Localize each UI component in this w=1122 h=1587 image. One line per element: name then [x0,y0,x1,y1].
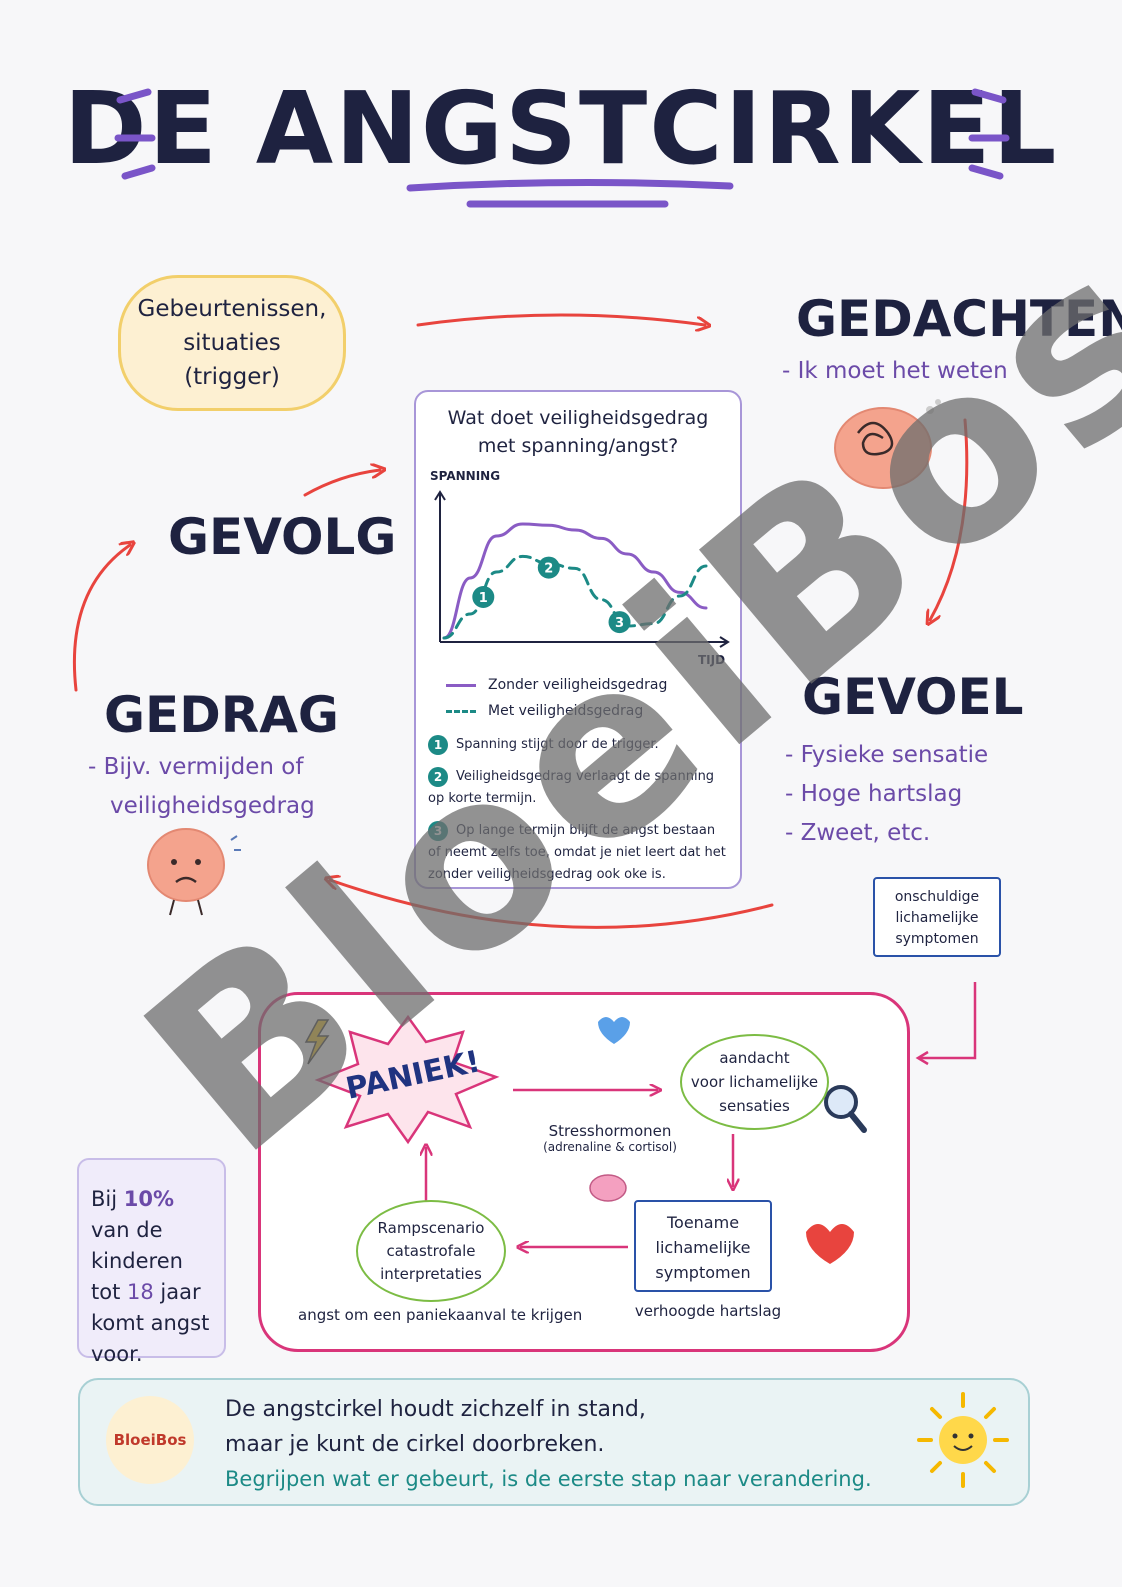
note-text: Spanning stijgt door de trigger. [456,737,659,752]
chart-marker-label: 1 [479,591,488,606]
chart-marker [472,586,495,608]
chart-marker-label: 3 [615,616,624,631]
footer-line: Begrijpen wat er gebeurt, is de eerste s… [225,1467,872,1491]
note-number: 3 [428,820,448,841]
innocent-symptoms-box: onschuldige lichamelijke symptomen [873,877,1001,957]
y-axis-arrow [434,490,446,501]
oval-line: aandacht [719,1049,790,1067]
series-line-dashed [442,554,708,640]
oval-line: voor lichamelijke [690,1073,819,1091]
legend-item-dashed: Met veiligheidsgedrag [446,698,667,724]
sun-icon [917,1392,1009,1488]
gedrag-text: - Bijv. vermijden of veiligheidsgedrag [88,748,315,826]
note-number: 1 [428,734,448,755]
box-line: lichamelijke [655,1238,751,1257]
stat-percent: 10% [123,1187,175,1211]
card-question-line: met spanning/angst? [477,435,679,457]
tension-chart: SPANNING TIJD 1 2 3 [430,469,730,667]
series-line-solid [442,522,708,640]
note-number: 2 [428,766,448,787]
x-axis-arrow [719,636,730,648]
gevoel-heading: GEVOEL [802,668,1024,726]
footer-line: De angstcirkel houdt zichzelf in stand, [225,1397,646,1422]
footer-text: De angstcirkel houdt zichzelf in stand, … [225,1392,872,1497]
page-title: DE ANGSTCIRKEL [63,70,1059,187]
box-line: onschuldige [894,889,980,905]
logo-text: BloeiBos [113,1431,187,1449]
catastrophe-oval: Rampscenario catastrofale interpretaties [356,1200,506,1302]
stat-prefix: Bij [91,1187,118,1211]
gedrag-line: - Bijv. vermijden of [88,754,304,780]
card-note-1: 1 Spanning stijgt door de trigger. [428,734,728,756]
cycle-arrows [72,313,969,929]
bloeibos-logo: BloeiBos [106,1396,194,1484]
gevoel-list: - Fysieke sensatie - Hoge hartslag - Zwe… [785,736,988,853]
oval-line: catastrofale [386,1241,476,1260]
stat-age: 18 [127,1280,154,1304]
stat-line: voor. [91,1342,143,1366]
symptom-increase-box: Toename lichamelijke symptomen [634,1200,772,1292]
card-question: Wat doet veiligheidsgedrag met spanning/… [416,404,740,460]
scared-brain-icon [147,828,241,916]
fear-of-attack-label: angst om een paniekaanval te krijgen [298,1306,583,1324]
chart-marker [608,611,631,634]
gevolg-heading: GEVOLG [168,508,397,566]
gedrag-line: veiligheidsgedrag [110,793,315,819]
trigger-line: Gebeurtenissen, [137,296,327,322]
statistic-box: Bij 10% van de kinderen tot 18 jaar komt… [77,1158,226,1366]
stat-line: van de kinderen [91,1218,183,1273]
safety-behaviour-card: Wat doet veiligheidsgedrag met spanning/… [414,390,742,889]
gedrag-heading: GEDRAG [104,686,339,744]
oval-line: sensaties [719,1097,790,1115]
stress-title: Stresshormonen [548,1122,672,1140]
gevoel-item: - Fysieke sensatie [785,742,989,768]
stress-subtitle: (adrenaline & cortisol) [543,1140,677,1154]
x-axis-label: TIJD [698,653,725,667]
y-axis-label: SPANNING [430,469,500,483]
chart-marker-label: 2 [544,562,553,577]
footer-line: maar je kunt de cirkel doorbreken. [225,1432,605,1457]
symptoms-connector-arrow [915,982,977,1066]
stress-hormones: Stresshormonen (adrenaline & cortisol) [530,1122,690,1154]
box-line: lichamelijke [895,910,979,926]
legend-item-solid: Zonder veiligheidsgedrag [446,672,667,698]
note-text: Veiligheidsgedrag verlaagt de spanning o… [428,769,715,806]
note-text: Op lange termijn blijft de angst bestaan… [428,823,726,882]
trigger-line: situaties [183,330,281,356]
oval-line: Rampscenario [377,1218,485,1237]
chart-marker [537,556,560,579]
card-question-line: Wat doet veiligheidsgedrag [447,407,709,429]
footer-banner: BloeiBos De angstcirkel houdt zichzelf i… [78,1378,1030,1506]
gevoel-item: - Hoge hartslag [785,781,963,807]
attention-oval: aandacht voor lichamelijke sensaties [680,1034,829,1130]
gedachten-example: - Ik moet het weten [782,358,1008,384]
stat-text: tot [91,1280,127,1304]
stat-line: komt angst [91,1311,210,1335]
box-line: Toename [666,1213,740,1232]
heart-rate-label: verhoogde hartslag [634,1302,782,1320]
legend-label: Met veiligheidsgedrag [488,703,644,719]
oval-line: interpretaties [380,1264,482,1283]
box-line: symptomen [895,931,979,947]
box-line: symptomen [655,1263,751,1282]
title-decoration [114,88,1010,208]
panic-cycle-drawing [304,1014,867,1264]
legend-label: Zonder veiligheidsgedrag [488,677,668,693]
gevoel-item: - Zweet, etc. [785,820,931,846]
trigger-cloud: Gebeurtenissen, situaties (trigger) [118,275,346,411]
stat-text: jaar [153,1280,201,1304]
trigger-line: (trigger) [184,364,280,390]
chart-legend: Zonder veiligheidsgedrag Met veiligheids… [446,672,667,724]
worried-brain-icon [834,399,941,489]
gedachten-heading: GEDACHTEN [796,290,1122,348]
